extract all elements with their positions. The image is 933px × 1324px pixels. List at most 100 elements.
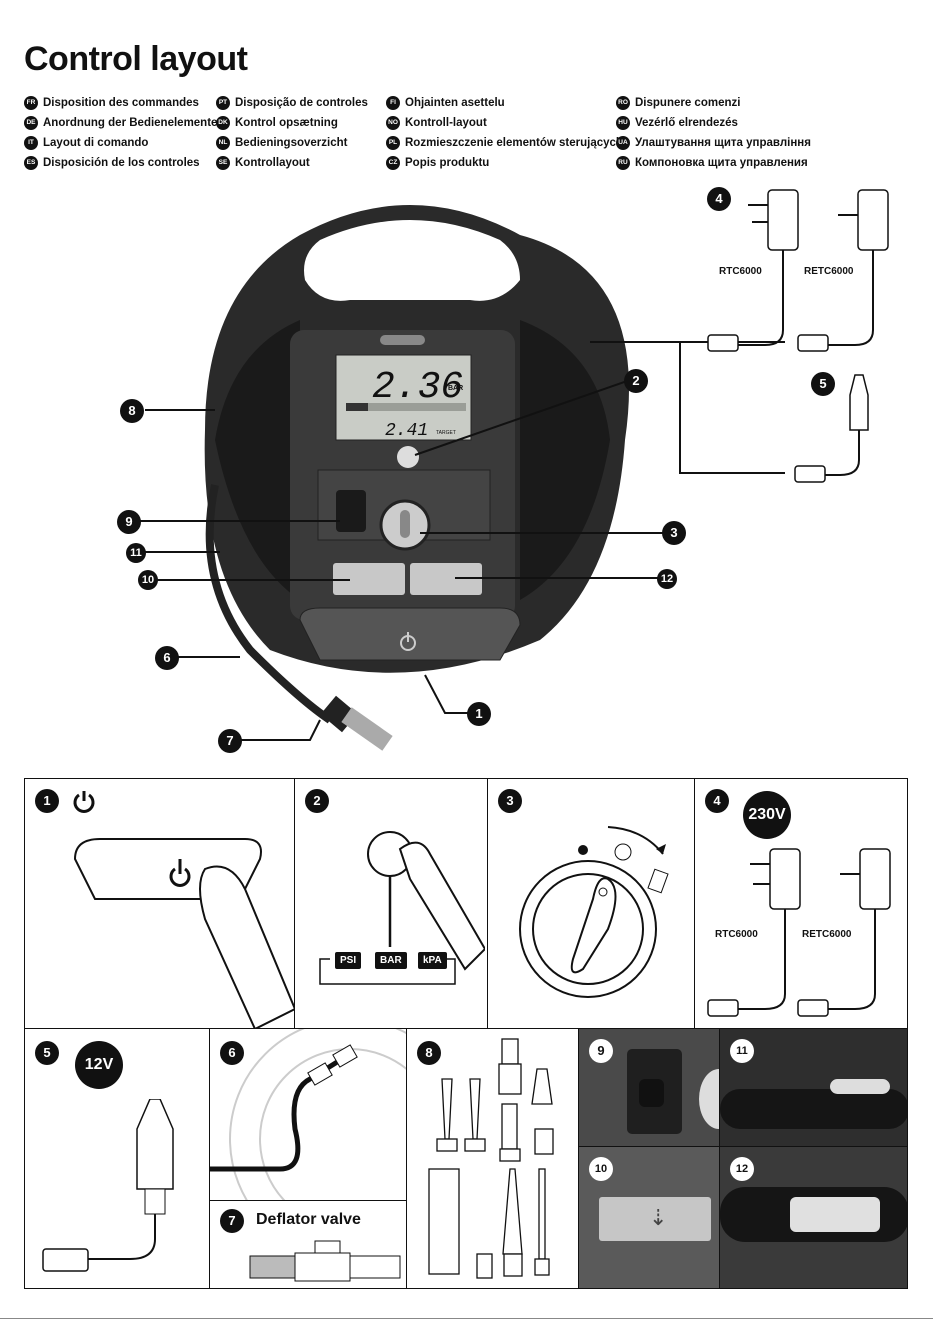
language-item-dk: DK Kontrol opsætning xyxy=(216,116,338,130)
language-label: Rozmieszczenie elementów sterujących xyxy=(405,137,623,149)
switch-knob xyxy=(639,1079,664,1107)
callout-11: 11 xyxy=(126,543,146,563)
panel-10-number: 10 xyxy=(589,1157,613,1181)
language-label: Kontroll-layout xyxy=(405,117,487,129)
usb-port-photo xyxy=(599,1197,711,1241)
panel-adaptors: 8 xyxy=(406,1028,579,1289)
unit-psi: PSI xyxy=(335,952,362,969)
callout-8: 8 xyxy=(120,399,144,423)
panel-1-number: 1 xyxy=(35,789,59,813)
panel-dial: 3 xyxy=(487,778,695,1029)
panel-light: 12 xyxy=(719,1146,908,1289)
language-item-cz: CZ Popis produktu xyxy=(386,156,489,170)
panel-4-number: 4 xyxy=(705,789,729,813)
language-label: Vezérlő elrendezés xyxy=(635,117,738,129)
language-code-badge: NO xyxy=(386,116,400,130)
lcd-display xyxy=(335,354,472,441)
language-code-badge: RO xyxy=(616,96,630,110)
panel-adapter-model-b: RETC6000 xyxy=(802,929,852,940)
unit-bar: BAR xyxy=(375,952,407,969)
usb-port xyxy=(333,563,405,595)
usb-icon: ⇣ xyxy=(649,1205,668,1230)
language-item-fr: FR Disposition des commandes xyxy=(24,96,199,110)
callout-6: 6 xyxy=(155,646,179,670)
callout-4: 4 xyxy=(707,187,731,211)
panel-12v: 5 12V xyxy=(24,1028,210,1289)
plug-icon xyxy=(707,189,889,352)
language-item-pl: PL Rozmieszczenie elementów sterujących xyxy=(386,136,623,150)
panel-adapter-model-a: RTC6000 xyxy=(715,929,758,940)
language-label: Disposition des commandes xyxy=(43,97,199,109)
hose-illustration xyxy=(210,1029,406,1200)
language-label: Disposición de los controles xyxy=(43,157,200,169)
panel-7-number: 7 xyxy=(220,1209,244,1233)
language-code-badge: PT xyxy=(216,96,230,110)
panel-units: 2 PSI BAR kPA xyxy=(294,778,488,1029)
display-main-value: 2.36 xyxy=(372,366,463,409)
language-code-badge: UA xyxy=(616,136,630,150)
language-label: Компоновка щита управления xyxy=(635,157,808,169)
language-label: Anordnung der Bedienelemente xyxy=(43,117,218,129)
callout-10: 10 xyxy=(138,570,158,590)
panel-power: 1 xyxy=(24,778,295,1029)
language-code-badge: NL xyxy=(216,136,230,150)
hose-storage-photo xyxy=(720,1089,907,1129)
language-code-badge: FI xyxy=(386,96,400,110)
language-label: Ohjainten asettelu xyxy=(405,97,505,109)
page-bottom-rule xyxy=(0,1318,933,1319)
dial-icon xyxy=(519,826,669,998)
language-label: Dispunere comenzi xyxy=(635,97,741,109)
light-switch xyxy=(336,490,366,532)
language-label: Disposição de controles xyxy=(235,97,368,109)
light-button xyxy=(410,563,482,595)
voltage-230-badge: 230V xyxy=(743,791,791,839)
deflator-label: Deflator valve xyxy=(256,1211,361,1228)
hose-storage-highlight xyxy=(830,1079,890,1094)
panel-12-number: 12 xyxy=(730,1157,754,1181)
display-unit: BAR xyxy=(448,385,463,392)
callout-7: 7 xyxy=(218,729,242,753)
language-item-no: NO Kontroll-layout xyxy=(386,116,487,130)
language-label: Kontrol opsætning xyxy=(235,117,338,129)
panel-5-number: 5 xyxy=(35,1041,59,1065)
finger-icon xyxy=(73,838,294,1028)
language-code-badge: FR xyxy=(24,96,38,110)
language-code-badge: DK xyxy=(216,116,230,130)
callout-1: 1 xyxy=(467,702,491,726)
unit-kpa: kPA xyxy=(418,952,447,969)
language-code-badge: IT xyxy=(24,136,38,150)
power-icon xyxy=(73,791,95,813)
language-label: Layout di comando xyxy=(43,137,149,149)
language-code-badge: SE xyxy=(216,156,230,170)
car-plug-icon xyxy=(794,374,869,483)
panel-3-number: 3 xyxy=(498,789,522,813)
language-code-badge: DE xyxy=(24,116,38,130)
adapter-model-b: RETC6000 xyxy=(804,266,854,277)
panel-9-number: 9 xyxy=(589,1039,613,1063)
callout-2: 2 xyxy=(624,369,648,393)
language-label: Popis produktu xyxy=(405,157,490,169)
deflator-illustration xyxy=(249,1240,401,1282)
language-item-fi: FI Ohjainten asettelu xyxy=(386,96,505,110)
language-item-ro: RO Dispunere comenzi xyxy=(616,96,740,110)
air-hose xyxy=(205,484,333,724)
panel-8-number: 8 xyxy=(417,1041,441,1065)
panel-deflator: 7 Deflator valve xyxy=(209,1200,407,1289)
callout-3: 3 xyxy=(662,521,686,545)
power-button xyxy=(299,607,521,661)
panel-2-number: 2 xyxy=(305,789,329,813)
panel-230v: 4 230V RTC6000 RETC6000 xyxy=(694,778,908,1029)
panel-6-number: 6 xyxy=(220,1041,244,1065)
unit-button xyxy=(397,446,419,468)
callout-5: 5 xyxy=(811,372,835,396)
device-illustration: 2.36 BAR 2.41 TARGET xyxy=(135,189,889,751)
callout-9: 9 xyxy=(117,510,141,534)
language-code-badge: PL xyxy=(386,136,400,150)
language-code-badge: CZ xyxy=(386,156,400,170)
nozzle-adaptors xyxy=(428,1038,554,1279)
